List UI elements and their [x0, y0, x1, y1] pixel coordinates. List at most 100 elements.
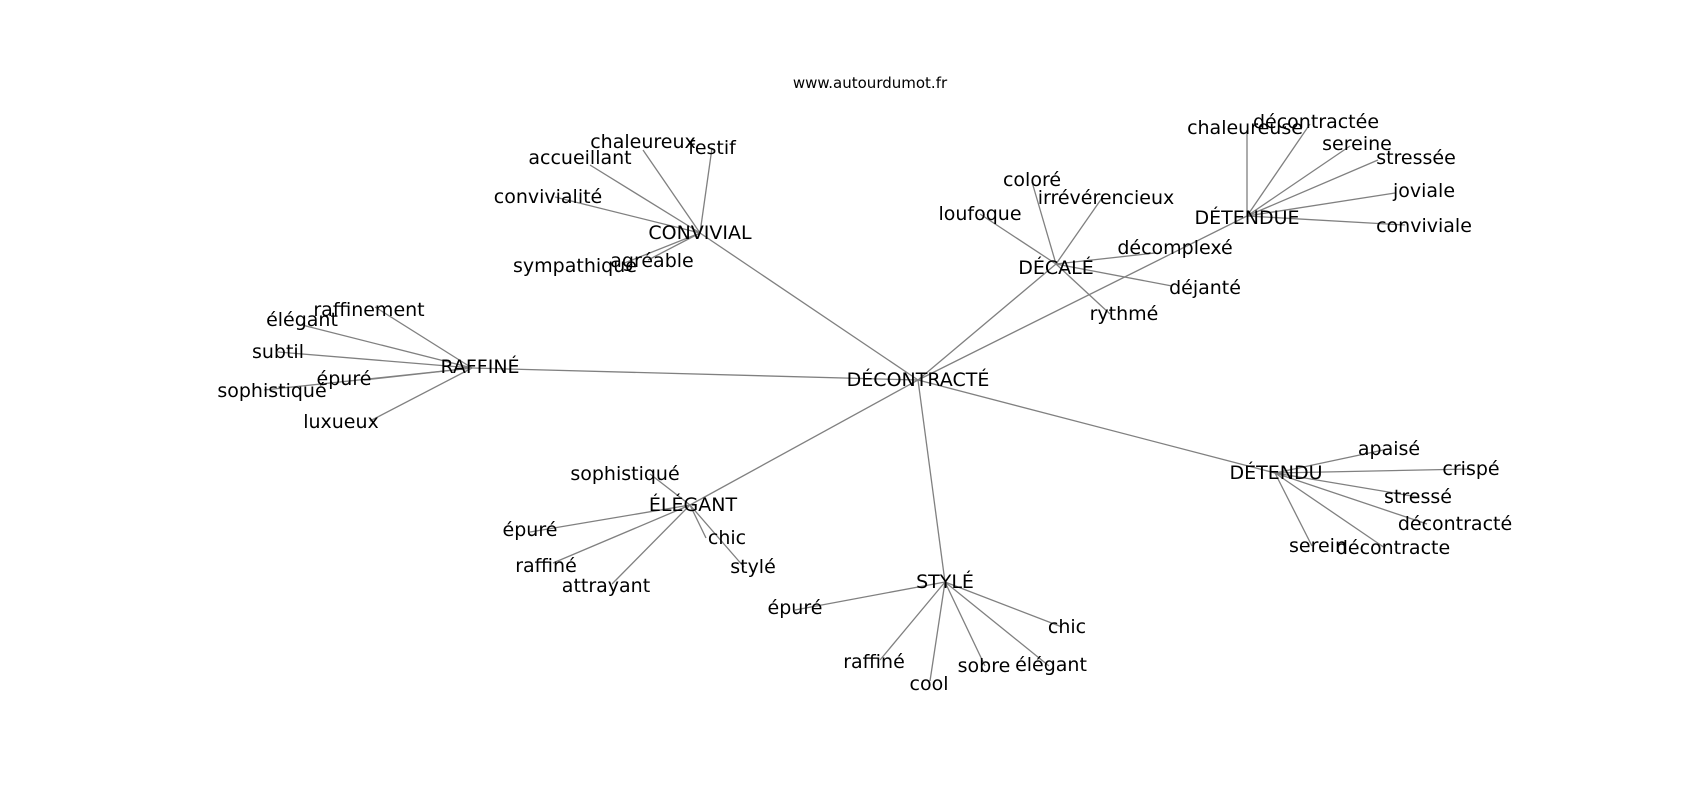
word-node-label: chic: [708, 527, 746, 549]
word-node-label: chaleureuse: [1187, 117, 1303, 139]
cluster-node-label: ÉLÉGANT: [649, 493, 738, 516]
word-node-label: serein: [1289, 535, 1347, 557]
word-edge: [1055, 263, 1173, 287]
cluster-node-label: DÉCALÉ: [1018, 256, 1094, 279]
word-edge: [1274, 448, 1389, 474]
word-node-label: épuré: [503, 519, 558, 541]
word-edge: [647, 232, 701, 261]
word-node-label: déjanté: [1169, 277, 1241, 299]
word-node-label: sereine: [1322, 133, 1392, 155]
word-edge: [794, 581, 946, 611]
word-edge: [374, 306, 473, 369]
word-node-label: sophistiqué: [217, 380, 326, 402]
word-node-label: décontractée: [1253, 111, 1379, 133]
word-edge: [263, 367, 473, 391]
word-edge: [611, 504, 691, 585]
word-node-label: coloré: [1003, 169, 1061, 191]
word-node-label: convivialité: [494, 186, 603, 208]
word-node-label: irrévérencieux: [1038, 187, 1175, 209]
word-node-label: conviviale: [1376, 215, 1472, 237]
center-edge: [689, 379, 919, 506]
center-edge: [471, 367, 919, 381]
word-node-label: crispé: [1442, 458, 1499, 480]
word-node-label: décontracte: [1336, 537, 1450, 559]
word-edge: [1274, 472, 1419, 498]
word-edge: [1055, 263, 1111, 315]
word-edge: [1246, 159, 1379, 217]
cluster-node-label: STYLÉ: [916, 570, 974, 593]
word-edge: [689, 504, 745, 568]
word-node-label: décontracté: [1398, 513, 1512, 535]
word-edge: [944, 581, 1063, 628]
word-edge: [1246, 123, 1311, 217]
word-node-label: sophistiqué: [570, 463, 679, 485]
word-node-label: décomplexé: [1117, 237, 1232, 259]
word-node-label: rythmé: [1090, 303, 1159, 325]
word-node-label: agréable: [610, 250, 693, 272]
word-edge: [929, 581, 946, 682]
word-edge: [879, 581, 946, 661]
word-edge: [1246, 192, 1396, 217]
word-node-label: stylé: [730, 556, 776, 578]
word-node-label: stressé: [1384, 486, 1452, 508]
word-edge: [301, 324, 473, 369]
word-node-label: joviale: [1392, 180, 1455, 202]
word-edge: [649, 473, 691, 506]
word-edge: [1055, 252, 1156, 265]
word-node-label: stressée: [1376, 147, 1456, 169]
word-edge: [1246, 215, 1406, 226]
word-node-label: raffinement: [313, 299, 424, 321]
word-edge: [689, 504, 707, 539]
word-edge: [277, 351, 473, 369]
word-edge: [1055, 197, 1103, 265]
word-edge: [1274, 472, 1428, 525]
word-edge: [529, 504, 691, 533]
word-edge: [369, 367, 473, 422]
word-node-label: subtil: [252, 341, 304, 363]
word-edge: [642, 149, 701, 234]
word-node-label: loufoque: [938, 203, 1021, 225]
center-edge: [917, 263, 1057, 381]
source-url: www.autourdumot.fr: [793, 74, 948, 92]
word-node-label: sobre: [958, 655, 1011, 677]
word-edge: [1246, 145, 1351, 217]
center-edge: [917, 215, 1248, 381]
word-edge: [944, 581, 986, 667]
graph-labels: www.autourdumot.fr DÉCONTRACTÉ CONVIVIAL c…: [217, 74, 1512, 695]
center-edge: [917, 379, 946, 583]
word-node-label: élégant: [1015, 654, 1087, 676]
word-node-label: luxueux: [303, 411, 379, 433]
word-node-label: accueillant: [528, 147, 631, 169]
word-edge: [621, 232, 701, 265]
word-node-label: festif: [688, 137, 737, 159]
word-edge: [552, 504, 691, 564]
word-node-label: épuré: [317, 368, 372, 390]
word-edge: [699, 147, 713, 234]
cluster-node-label: DÉTENDUE: [1194, 206, 1299, 229]
word-edge: [979, 213, 1057, 265]
word-node-label: chaleureux: [590, 131, 696, 153]
word-edge: [1274, 472, 1386, 549]
graph-edges: [263, 123, 1471, 682]
word-node-label: élégant: [266, 309, 338, 331]
word-edge: [944, 581, 1050, 667]
center-edge: [699, 232, 919, 381]
word-node-label: raffiné: [843, 651, 905, 673]
center-edge: [917, 379, 1276, 474]
word-node-label: cool: [910, 673, 949, 695]
word-edge: [1274, 468, 1471, 474]
word-edge: [589, 164, 701, 234]
word-node-label: attrayant: [562, 575, 650, 597]
word-edge: [554, 196, 701, 234]
cluster-node-label: CONVIVIAL: [648, 222, 752, 244]
cluster-node-label: RAFFINÉ: [440, 355, 519, 378]
word-node-label: sympathique: [513, 255, 637, 277]
cluster-node-label: DÉTENDU: [1230, 461, 1323, 484]
word-edge: [1031, 181, 1057, 265]
word-node-label: apaisé: [1358, 438, 1420, 460]
word-node-label: épuré: [768, 597, 823, 619]
word-edge: [1274, 472, 1313, 547]
center-node-label: DÉCONTRACTÉ: [847, 368, 990, 391]
word-node-label: raffiné: [515, 555, 577, 577]
